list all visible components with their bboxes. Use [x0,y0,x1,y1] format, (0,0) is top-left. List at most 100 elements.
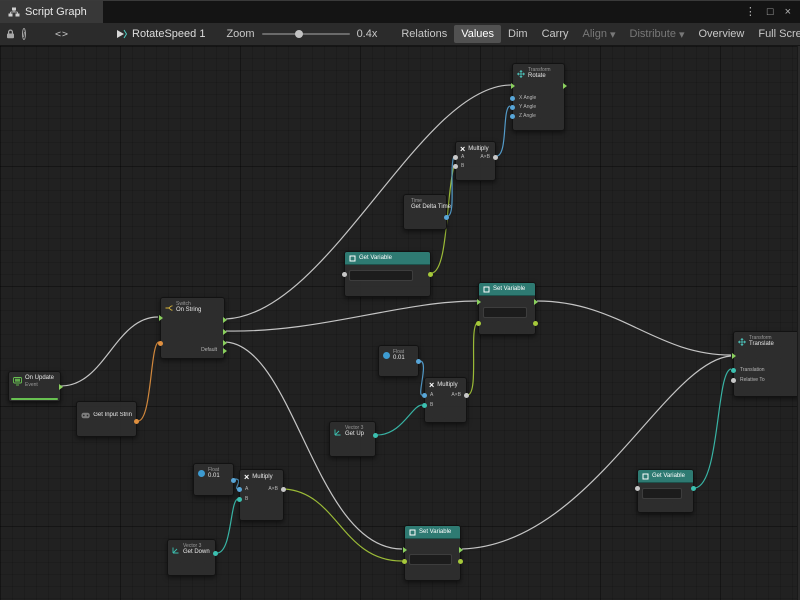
case-out-port-3[interactable] [223,340,227,346]
info-icon[interactable]: i [22,28,26,40]
maximize-icon[interactable]: □ [767,7,774,18]
port-b[interactable] [453,164,458,169]
port-label: Z Angle [519,113,536,119]
flow-out-port[interactable] [59,384,63,390]
value-out-port[interactable] [458,559,463,564]
vector-out-port[interactable] [213,551,218,556]
lock-icon[interactable] [6,26,15,42]
port-translation[interactable] [731,368,736,373]
float-out-port[interactable] [416,359,421,364]
default-out-port[interactable] [223,348,227,354]
node-float-mid[interactable]: Float 0.01 [378,345,419,377]
port-z-angle[interactable] [510,114,515,119]
port-a[interactable] [422,393,427,398]
wire-get-up-to-multiply-mid [377,405,422,435]
variable-name-field[interactable] [642,488,682,499]
port-label: A×B [480,154,490,160]
node-get-variable-top[interactable]: Get Variable [344,251,431,297]
node-multiply-mid[interactable]: × Multiply A B A×B [424,377,467,423]
node-set-variable-bottom[interactable]: Set Variable [404,525,461,581]
variable-name-in-port[interactable] [342,272,347,277]
dim-button[interactable]: Dim [501,25,535,43]
zoom-label: Zoom [226,28,254,40]
relations-button[interactable]: Relations [394,25,454,43]
port-label: A [245,486,248,492]
flow-in-port[interactable] [159,315,163,321]
vector-out-port[interactable] [373,433,378,438]
graph-canvas[interactable]: Transform Rotate X Angle Y Angle Z Angle… [0,46,800,600]
node-title: Get Variable [652,473,685,479]
variable-name-field[interactable] [349,270,413,281]
value-in-port[interactable] [402,559,407,564]
value-in-port[interactable] [476,321,481,326]
case-out-port-2[interactable] [223,329,227,335]
window-menu-icon[interactable]: ⋮ [745,7,756,18]
overview-button[interactable]: Overview [692,25,752,43]
zoom-slider[interactable] [262,29,350,39]
node-set-variable-mid[interactable]: Set Variable [478,282,536,335]
flow-out-port[interactable] [563,83,567,89]
align-button[interactable]: Align▾ [576,25,623,44]
node-on-update[interactable]: On Update Event [8,371,61,402]
value-out-port[interactable] [533,321,538,326]
variable-value-out-port[interactable] [428,272,433,277]
variable-name-in-port[interactable] [635,486,640,491]
variable-name-field[interactable] [409,554,452,565]
flow-out-port[interactable] [459,547,463,553]
variable-name-field[interactable] [483,307,527,318]
port-a[interactable] [453,155,458,160]
float-out-port[interactable] [231,478,236,483]
tab-script-graph[interactable]: Script Graph [0,1,103,23]
default-label: Default [201,347,217,353]
flow-out-port[interactable] [534,299,538,305]
delta-time-out-port[interactable] [444,215,449,220]
node-get-down[interactable]: Vector 3 Get Down [167,539,216,576]
node-get-up[interactable]: Vector 3 Get Up [329,421,376,457]
zoom-slider-track[interactable] [262,33,350,35]
distribute-button[interactable]: Distribute▾ [623,25,692,44]
port-x-angle[interactable] [510,96,515,101]
port-label: Translation [740,367,765,373]
zoom-value: 0.4x [357,28,378,40]
graph-breadcrumb[interactable]: RotateSpeed 1 [116,28,205,40]
node-title: Get Down [183,549,210,556]
close-icon[interactable]: × [785,7,791,18]
port-result[interactable] [493,155,498,160]
graph-inspector-icon[interactable]: <> [55,26,69,42]
fullscreen-button[interactable]: Full Screen [751,25,800,43]
port-result[interactable] [464,393,469,398]
flow-in-port[interactable] [732,353,736,359]
node-get-delta-time[interactable]: Time Get Delta Time [403,194,447,230]
values-button[interactable]: Values [454,25,501,43]
flow-in-port[interactable] [403,547,407,553]
carry-button[interactable]: Carry [535,25,576,43]
node-get-input-string[interactable]: Get Input String [76,401,137,437]
variable-icon [483,286,490,293]
zoom-slider-handle[interactable] [295,30,303,38]
flow-in-port[interactable] [511,83,515,89]
node-multiply-bottom[interactable]: × Multiply A B A×B [239,469,284,521]
flow-in-port[interactable] [477,299,481,305]
multiply-icon: × [429,381,434,390]
node-translate[interactable]: Transform Translate Translation Relative… [733,331,800,397]
port-label: A [430,392,433,398]
port-y-angle[interactable] [510,105,515,110]
node-get-variable-right[interactable]: Get Variable [637,469,694,513]
node-rotate[interactable]: Transform Rotate X Angle Y Angle Z Angle [512,63,565,131]
port-result[interactable] [281,487,286,492]
selector-in-port[interactable] [158,341,163,346]
port-label: Relative To [740,377,765,383]
case-out-port-1[interactable] [223,317,227,323]
port-label: B [430,402,433,408]
node-multiply-top[interactable]: × Multiply A B A×B [455,141,496,181]
node-float-bottom[interactable]: Float 0.01 [193,463,234,496]
variable-value-out-port[interactable] [691,486,696,491]
wire-layer [0,46,800,600]
port-a[interactable] [237,487,242,492]
port-label: Y Angle [519,104,536,110]
string-out-port[interactable] [134,419,139,424]
port-b[interactable] [422,403,427,408]
port-b[interactable] [237,497,242,502]
port-relative-to[interactable] [731,378,736,383]
node-switch-on-string[interactable]: Switch On String Default [160,297,225,359]
